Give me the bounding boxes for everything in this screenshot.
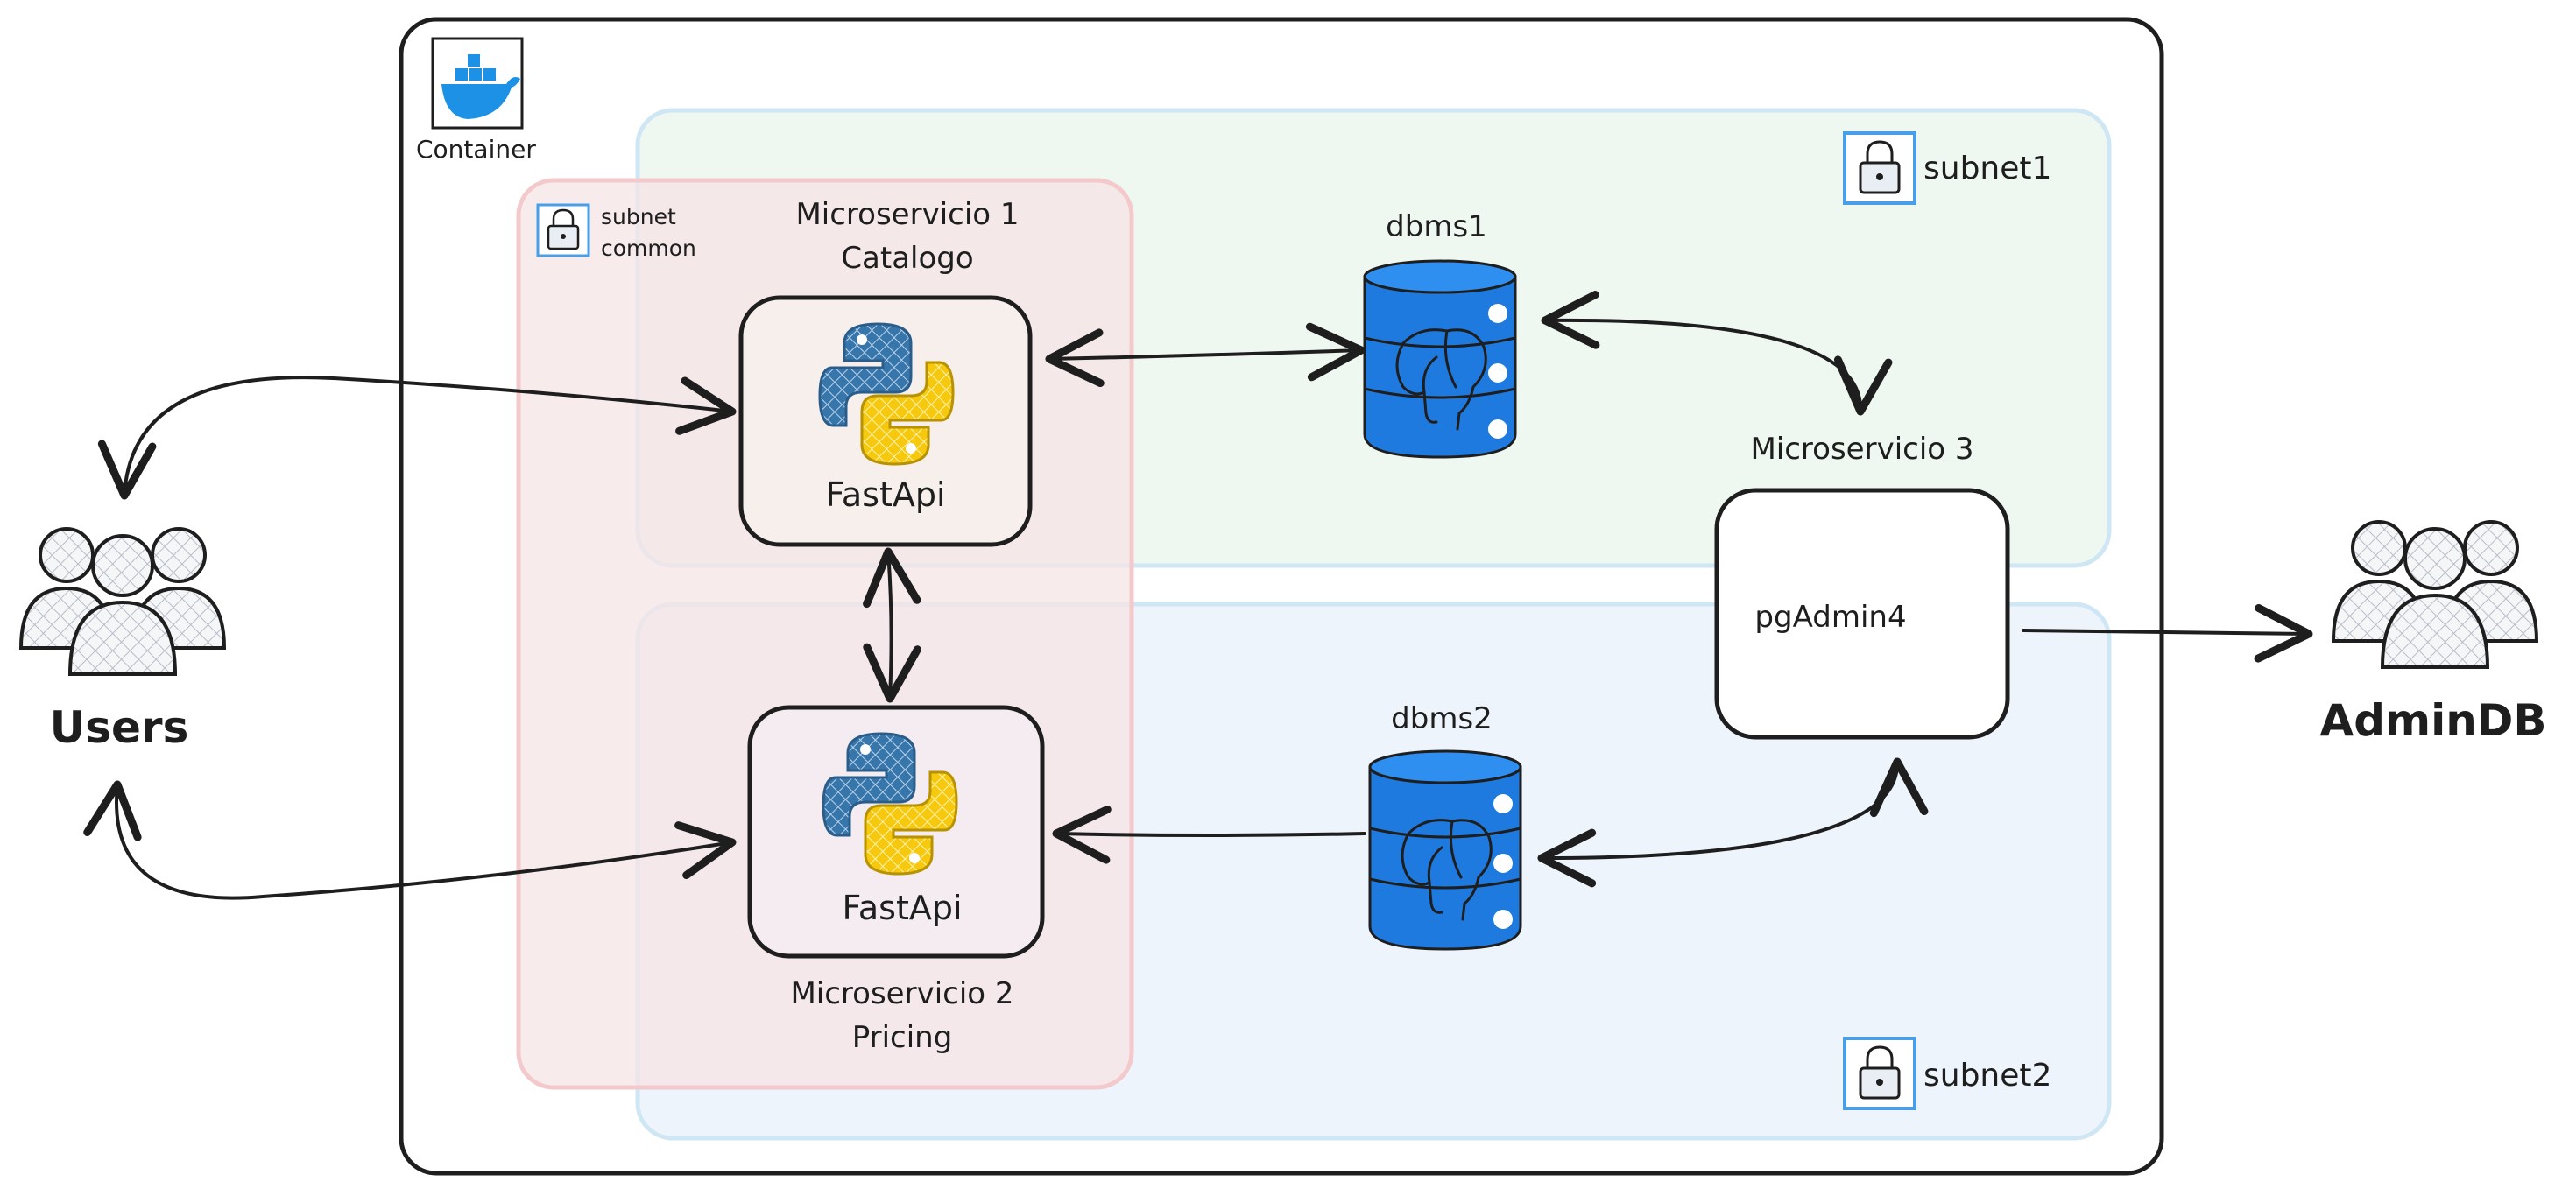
arrow-dbms2-ms2	[1052, 806, 1366, 864]
lock-icon	[536, 203, 590, 257]
python-icon	[818, 322, 955, 466]
python-icon	[822, 732, 958, 876]
ms3-box	[1714, 488, 2010, 740]
ms2-tech: FastApi	[842, 889, 962, 927]
lock-icon	[1843, 131, 1916, 205]
postgresql-elephant-icon	[1401, 819, 1493, 921]
ms1-title-line2: Catalogo	[841, 241, 973, 276]
admin-users-icon	[2331, 520, 2539, 669]
users-icon	[18, 527, 227, 676]
docker-whale-icon	[431, 37, 524, 130]
subnet2-label: subnet2	[1923, 1058, 2051, 1094]
admindb-label: AdminDB	[2320, 695, 2547, 746]
arrow-ms1-dbms1	[1045, 322, 1366, 388]
postgresql-elephant-icon	[1395, 328, 1487, 431]
arrow-ms1-ms2	[863, 547, 921, 703]
ms2-box	[747, 705, 1045, 959]
ms3-title: Microservicio 3	[1750, 432, 1973, 467]
ms2-title-line1: Microservicio 2	[790, 976, 1013, 1011]
arrow-users-ms1	[97, 376, 737, 500]
ms2-title-line2: Pricing	[852, 1020, 953, 1055]
database-icon	[1368, 749, 1522, 951]
ms1-title-line1: Microservicio 1	[795, 197, 1019, 232]
ms3-tech: pgAdmin4	[1754, 600, 1906, 635]
subnet-common-label-line1: subnet	[601, 204, 676, 229]
arrow-dbms2-ms3	[1537, 757, 1929, 888]
subnet-common-label-line2: common	[601, 236, 696, 261]
container-label: Container	[416, 135, 536, 164]
users-label: Users	[50, 702, 189, 753]
arrow-users-ms2	[83, 780, 737, 900]
ms1-tech: FastApi	[825, 475, 945, 514]
dbms2-label: dbms2	[1391, 701, 1493, 736]
subnet1-label: subnet1	[1923, 151, 2051, 186]
database-icon	[1363, 259, 1517, 459]
arrow-dbms1-ms3	[1541, 291, 1893, 416]
arrow-ms3-admindb	[2022, 603, 2313, 663]
dbms1-label: dbms1	[1386, 209, 1487, 244]
lock-icon	[1843, 1037, 1916, 1110]
